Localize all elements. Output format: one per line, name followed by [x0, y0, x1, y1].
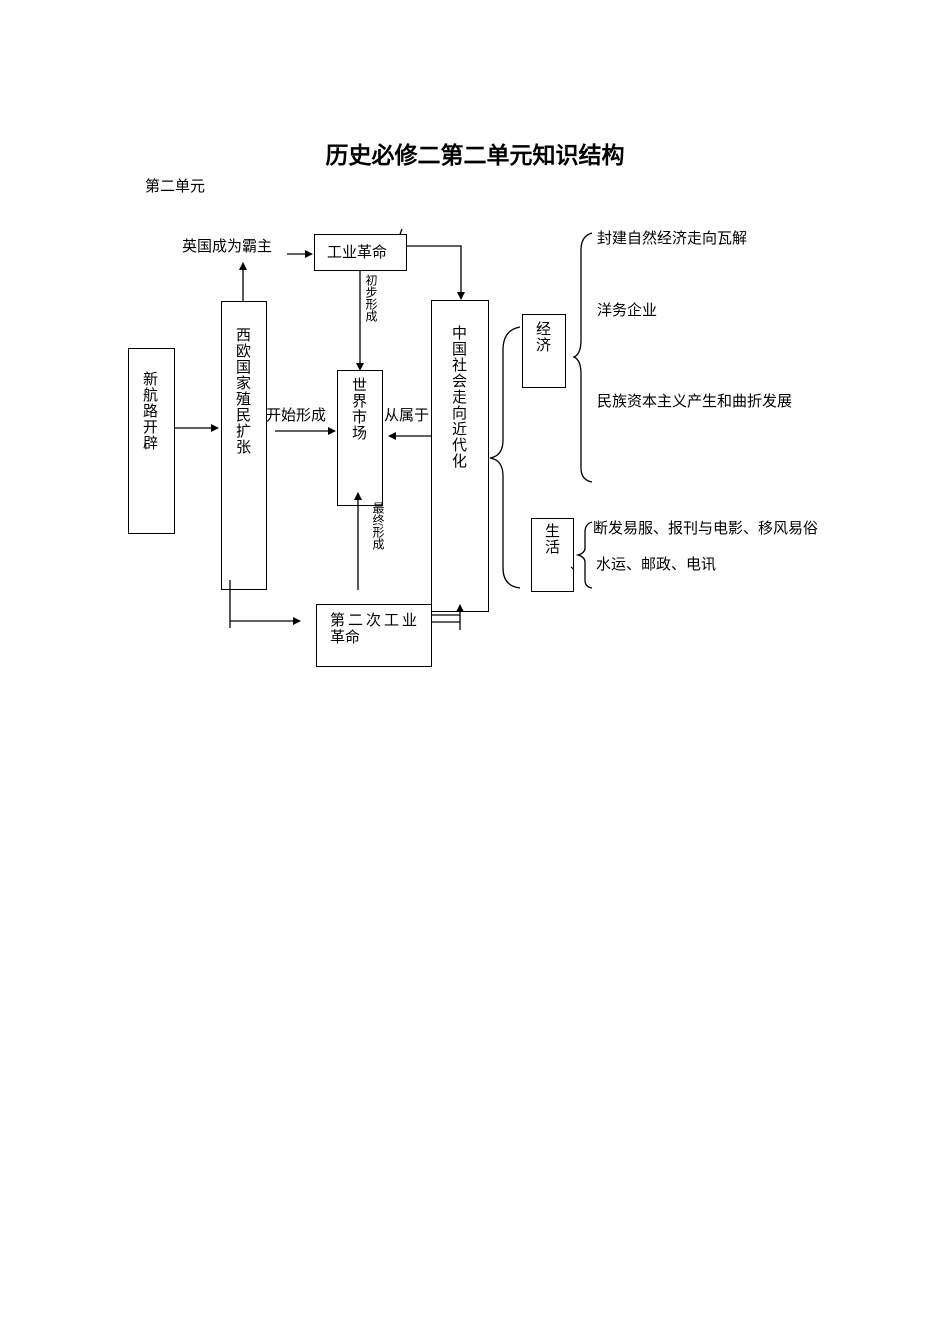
unit-label: 第二单元	[145, 177, 206, 195]
node-economy-label: 经济	[534, 321, 552, 353]
arrow-industrial-to-china	[407, 245, 465, 300]
node-second-industrial: 第二次工业 革命	[316, 604, 432, 667]
life-item: 水运、邮政、电讯	[596, 555, 717, 573]
node-china-label: 中国社会走向近代化	[450, 325, 468, 469]
node-colonial: 西欧国家殖民扩张	[221, 301, 267, 590]
label-final: 最终形成	[371, 502, 385, 550]
page-title: 历史必修二第二单元知识结构	[325, 142, 625, 169]
node-second-industrial-label-2: 革命	[330, 628, 361, 646]
label-begin: 开始形成	[266, 406, 327, 424]
node-britain: 英国成为霸主	[182, 237, 273, 255]
node-world-market: 世界市场	[337, 370, 383, 506]
node-economy: 经济	[522, 314, 566, 388]
label-initial: 初步形成	[364, 274, 378, 322]
node-second-industrial-label-1: 第二次工业	[330, 611, 421, 629]
node-industrial-revolution-label: 工业革命	[327, 243, 388, 261]
node-new-routes-label: 新航路开辟	[141, 371, 159, 451]
brace-economy	[572, 232, 593, 483]
node-life: 生活	[531, 518, 574, 592]
node-life-label: 生活	[543, 523, 561, 555]
economy-item: 封建自然经济走向瓦解	[597, 229, 748, 247]
node-industrial-revolution: 工业革命	[314, 234, 407, 271]
economy-item: 洋务企业	[597, 301, 658, 319]
brace-life	[575, 521, 593, 589]
node-colonial-label: 西欧国家殖民扩张	[234, 327, 252, 455]
economy-item: 民族资本主义产生和曲折发展	[597, 392, 793, 410]
node-china: 中国社会走向近代化	[431, 300, 489, 612]
life-mark: 、	[570, 558, 583, 572]
life-item: 断发易服、报刊与电影、移风易俗	[593, 519, 819, 537]
brace-china	[489, 326, 521, 589]
node-new-routes: 新航路开辟	[128, 348, 175, 534]
node-world-market-label: 世界市场	[350, 377, 368, 441]
label-subordinate: 从属于	[384, 406, 430, 424]
